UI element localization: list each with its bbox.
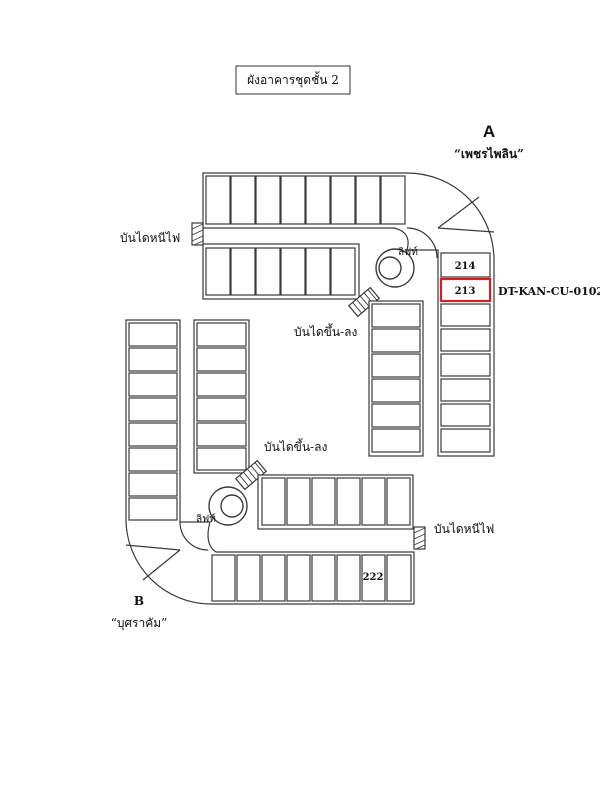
building-a-top-wing-shell: [202, 172, 495, 457]
unit: [196, 372, 247, 397]
unit: [440, 403, 491, 427]
unit: [128, 322, 178, 347]
unit: [330, 247, 356, 296]
unit: [261, 477, 286, 526]
unit: [280, 247, 306, 296]
unit: [336, 554, 361, 602]
building-a-letter: A: [483, 122, 495, 141]
unit: [440, 303, 491, 327]
unit: [255, 247, 281, 296]
fire-stairs-a-label: บันไดหนีไฟ: [120, 231, 180, 245]
unit: [440, 353, 491, 377]
fire-stairs-b-icon: [413, 526, 426, 550]
building-a-right-column: 214 213: [439, 252, 492, 453]
unit: [196, 422, 247, 447]
unit: [196, 397, 247, 422]
unit: [371, 403, 421, 428]
unit: [128, 497, 178, 521]
building-a-corner-line-2: [437, 227, 495, 233]
unit-213-label: 213: [455, 286, 476, 297]
building-a-corner-line-1: [437, 196, 480, 229]
unit: [128, 472, 178, 497]
fire-stairs-a-icon: [191, 222, 204, 246]
unit-214-label: 214: [455, 261, 476, 272]
unit: [255, 175, 281, 225]
unit: [128, 447, 178, 472]
unit: [440, 428, 491, 453]
unit: [386, 554, 412, 602]
unit: [440, 328, 491, 352]
unit-213[interactable]: [439, 277, 492, 303]
unit: [128, 422, 178, 447]
building-a-corridor: [406, 227, 438, 259]
unit: [236, 554, 261, 602]
unit: [305, 175, 331, 225]
unit-222: [361, 554, 386, 602]
stairs-b-label: บันไดขึ้น-ลง: [264, 438, 327, 454]
unit: [128, 397, 178, 422]
unit-214: [440, 252, 491, 278]
building-a-middle-column: [371, 303, 421, 453]
title-box: [235, 65, 351, 95]
unit: [196, 322, 247, 347]
unit: [330, 175, 356, 225]
unit: [440, 378, 491, 402]
unit: [355, 175, 381, 225]
building-a-second-row: [205, 247, 356, 296]
building-a: บันไดหนีไฟ ลิฟท์ บันไดขึ้น-ลง: [120, 172, 600, 457]
unit: [305, 247, 331, 296]
building-b-upper-row: [261, 477, 411, 526]
fire-stairs-b-label: บันไดหนีไฟ: [434, 522, 494, 536]
unit: [211, 554, 236, 602]
stairs-a-label: บันไดขึ้น-ลง: [294, 323, 357, 339]
lift-a-label: ลิฟท์: [398, 246, 418, 258]
building-b-bottom-row: [211, 554, 412, 602]
unit: [205, 175, 231, 225]
unit: [371, 353, 421, 378]
building-b-left-shell: [125, 319, 415, 605]
unit: [371, 303, 421, 328]
unit: [128, 347, 178, 372]
unit: [196, 447, 247, 471]
building-b-corner-line-2: [125, 544, 181, 551]
stairs-b-icon: [234, 459, 268, 491]
lift-b-label: ลิฟท์: [196, 513, 216, 525]
unit: [280, 175, 306, 225]
unit: [286, 554, 311, 602]
unit-222-label: 222: [363, 572, 384, 583]
unit: [230, 175, 256, 225]
unit: [230, 247, 256, 296]
building-b-letter: B: [134, 594, 144, 608]
unit: [261, 554, 286, 602]
page-title: ผังอาคารชุดชั้น 2: [247, 71, 339, 88]
unit: [286, 477, 311, 526]
unit: [311, 554, 336, 602]
unit: [196, 347, 247, 372]
building-b: บันไดขึ้น-ลง ลิฟท์ 222: [125, 319, 494, 605]
unit: [205, 247, 231, 296]
unit: [380, 175, 406, 225]
highlight-code: DT-KAN-CU-0102: [498, 285, 600, 298]
unit: [371, 428, 421, 453]
building-b-corridor: [179, 521, 209, 551]
unit: [386, 477, 411, 526]
unit: [371, 328, 421, 353]
lift-b-icon: [208, 486, 248, 526]
building-b-corner-line-1: [142, 549, 181, 581]
unit: [336, 477, 361, 526]
building-b-left-column: [128, 322, 178, 521]
unit: [361, 477, 386, 526]
building-a-name: “เพชรไพลิน”: [454, 146, 524, 161]
building-b-name: “บุศราคัม”: [111, 616, 168, 631]
unit: [128, 372, 178, 397]
unit: [371, 378, 421, 403]
building-a-top-row: [205, 175, 406, 225]
lift-a-icon: [375, 248, 415, 288]
unit: [311, 477, 336, 526]
building-b-middle-column: [196, 322, 247, 471]
